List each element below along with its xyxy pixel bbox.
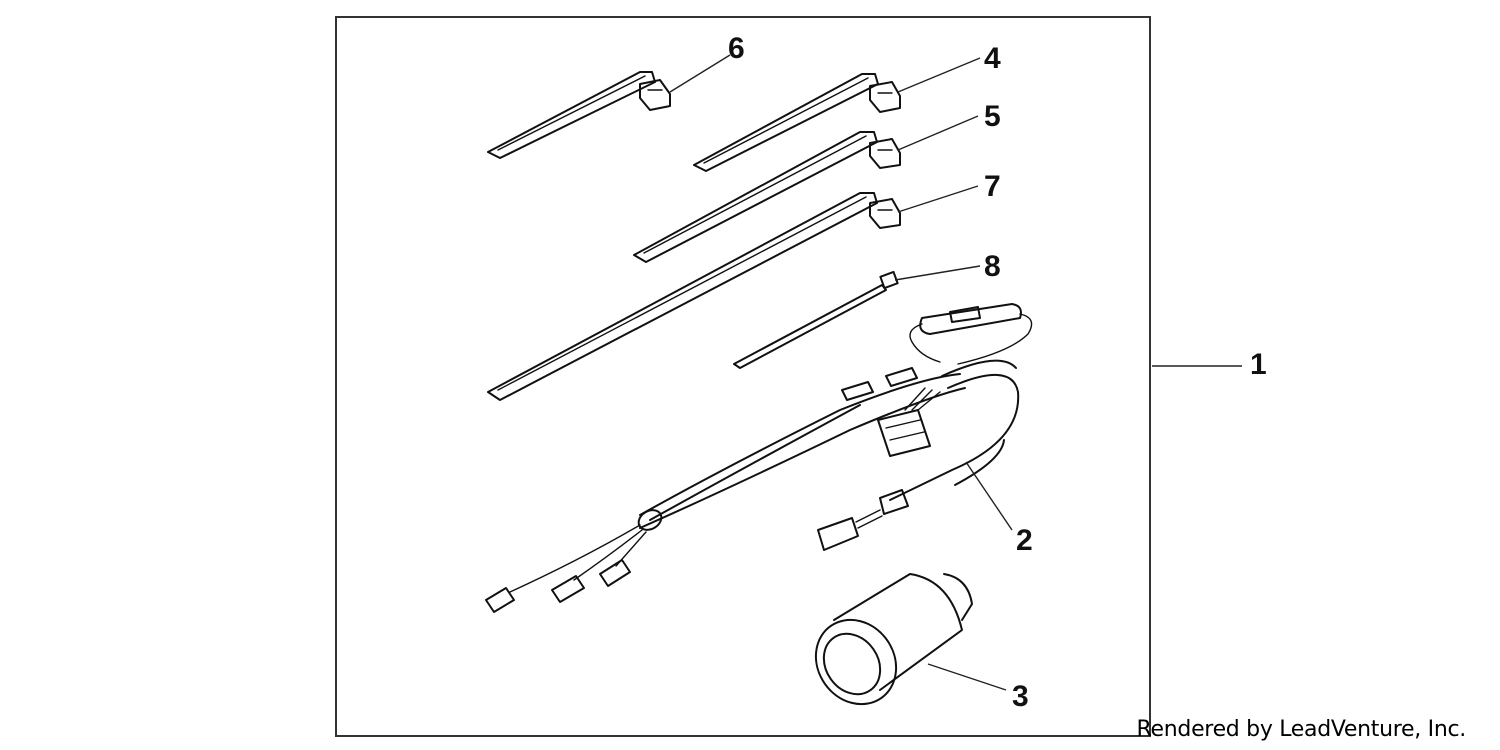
callout-2: 2 — [1016, 524, 1033, 557]
callout-8: 8 — [984, 250, 1001, 283]
callout-3: 3 — [1012, 680, 1029, 713]
cable-tie-6[interactable] — [487, 71, 671, 159]
kit-frame — [335, 16, 1151, 737]
wire-harness-2[interactable] — [485, 303, 1033, 613]
cable-tie-4[interactable] — [693, 73, 901, 172]
callout-5: 5 — [984, 100, 1001, 133]
cable-tie-5[interactable] — [633, 131, 901, 263]
socket-3[interactable] — [800, 573, 973, 720]
callout-1: 1 — [1250, 348, 1267, 381]
leader-lines — [669, 54, 1242, 691]
cable-tie-8[interactable] — [733, 270, 899, 369]
render-credit: Rendered by LeadVenture, Inc. — [1136, 717, 1467, 742]
cable-tie-7[interactable] — [487, 192, 901, 401]
callout-6: 6 — [728, 32, 745, 65]
callout-7: 7 — [984, 170, 1001, 203]
callout-4: 4 — [984, 42, 1001, 75]
